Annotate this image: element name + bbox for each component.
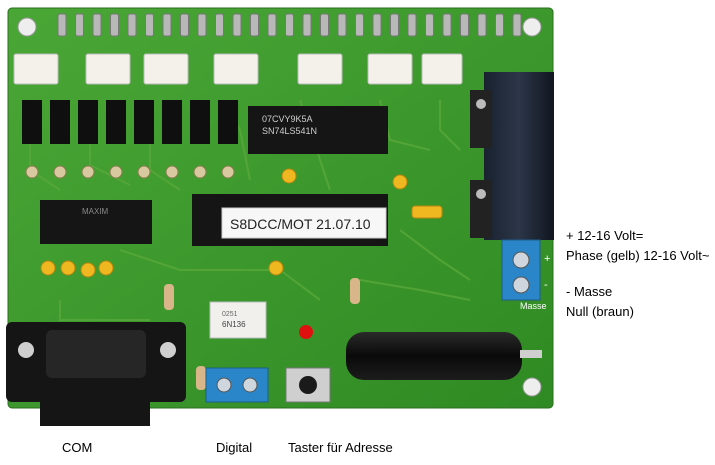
header-pin	[127, 13, 137, 37]
transistor	[106, 100, 126, 144]
yellow-capacitors	[40, 168, 443, 278]
opto-text: 6N136	[222, 320, 246, 329]
ic-maxim: MAXIM	[40, 200, 152, 244]
pin-header-row	[57, 13, 522, 37]
digital-terminal	[205, 367, 269, 403]
diode	[165, 165, 179, 179]
header-pin	[232, 13, 242, 37]
header-pin	[267, 13, 277, 37]
ic-sn74ls541n: 07CVY9K5A SN74LS541N	[248, 106, 388, 154]
header-pin	[162, 13, 172, 37]
optocoupler-6n136: 0251 6N136	[209, 301, 267, 339]
pushbutton	[285, 367, 331, 403]
header-pin	[145, 13, 154, 37]
caption-com: COM	[62, 440, 93, 455]
header-pin	[337, 13, 347, 37]
board-label: S8DCC/MOT 21.07.10	[230, 216, 371, 232]
header-pin	[57, 13, 67, 37]
annotation-voltage-phase: Phase (gelb) 12-16 Volt~	[566, 248, 710, 263]
diode	[193, 165, 207, 179]
diode	[221, 165, 235, 179]
caption-taster: Taster für Adresse	[288, 440, 393, 455]
annotation-voltage-plus: + 12-16 Volt=	[566, 228, 644, 243]
silk-masse: Masse	[520, 301, 547, 311]
diode	[53, 165, 67, 179]
silk-minus: -	[544, 279, 548, 291]
annotation-masse: - Masse	[566, 284, 613, 299]
ic-top-line1: 07CVY9K5A	[262, 114, 313, 124]
heatsink	[470, 72, 554, 240]
transistor-row	[22, 100, 238, 144]
header-pin	[250, 13, 259, 37]
annotation-null-braun: Null (braun)	[566, 304, 634, 319]
white-connectors	[13, 53, 463, 85]
header-pin	[442, 13, 452, 37]
header-pin	[75, 13, 84, 37]
transistor	[218, 100, 238, 144]
ic-top-line2: SN74LS541N	[262, 126, 317, 136]
header-pin	[425, 13, 434, 37]
header-pin	[355, 13, 364, 37]
transistor	[22, 100, 42, 144]
header-pin	[477, 13, 487, 37]
resistors	[164, 278, 360, 390]
header-pin	[460, 13, 469, 37]
diode-row	[25, 165, 235, 179]
header-pin	[320, 13, 329, 37]
led-red	[299, 325, 313, 339]
transistor	[134, 100, 154, 144]
transistor	[162, 100, 182, 144]
header-pin	[285, 13, 294, 37]
ic-left-text: MAXIM	[82, 207, 109, 216]
diode	[81, 165, 95, 179]
electrolytic-capacitor	[346, 332, 542, 380]
header-pin	[372, 13, 382, 37]
power-terminal: + - Masse	[501, 239, 550, 311]
silk-plus: +	[544, 253, 550, 265]
header-pin	[215, 13, 224, 37]
header-pin	[407, 13, 417, 37]
header-pin	[92, 13, 102, 37]
opto-sub: 0251	[222, 311, 238, 318]
header-pin	[390, 13, 399, 37]
transistor	[78, 100, 98, 144]
header-pin	[110, 13, 119, 37]
db9-connector	[6, 322, 186, 426]
header-pin	[512, 13, 522, 37]
header-pin	[197, 13, 207, 37]
transistor	[190, 100, 210, 144]
diode	[25, 165, 39, 179]
transistor	[50, 100, 70, 144]
header-pin	[180, 13, 189, 37]
header-pin	[302, 13, 312, 37]
header-pin	[495, 13, 504, 37]
ic-main-s8dcc: S8DCC/MOT 21.07.10	[192, 194, 388, 246]
diode	[109, 165, 123, 179]
diode	[137, 165, 151, 179]
caption-digital: Digital	[216, 440, 253, 455]
